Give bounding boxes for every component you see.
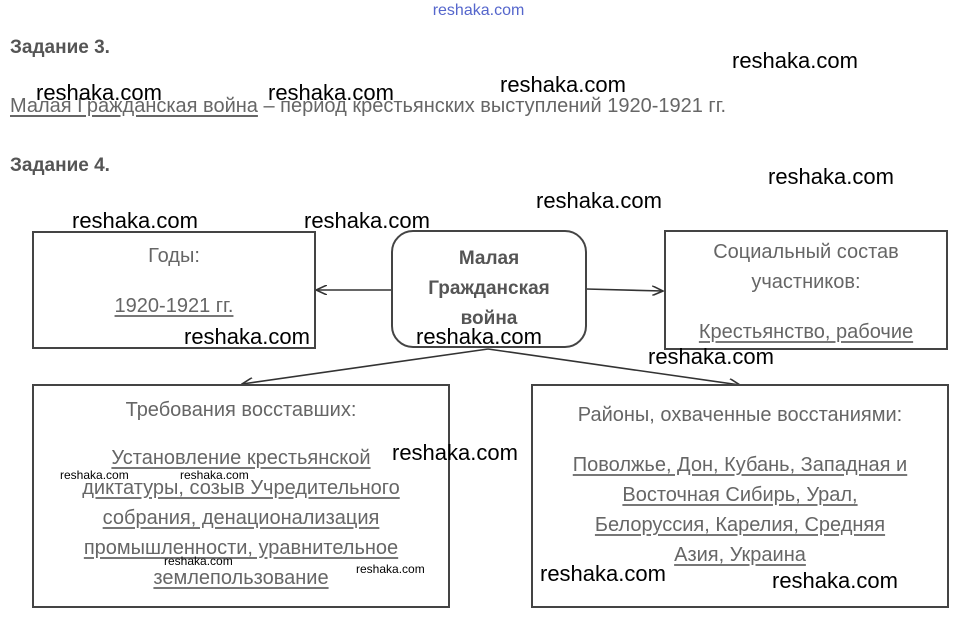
regions-line-4: Азия, Украина	[674, 544, 806, 566]
watermark: reshaka.com	[184, 324, 310, 349]
regions-line-1: Поволжье, Дон, Кубань, Западная и	[572, 454, 908, 476]
demands-title: Требования восставших:	[125, 399, 357, 421]
center-box: Малая Гражданская война	[391, 230, 587, 348]
arrow-to-regions	[487, 348, 740, 385]
task3-definition: Малая Гражданская война – период крестья…	[10, 95, 726, 118]
watermark: reshaka.com	[648, 344, 774, 369]
social-box: Социальный состав участников: Крестьянст…	[664, 230, 948, 350]
social-value: Крестьянство, рабочие	[698, 321, 914, 343]
arrow-to-social	[585, 289, 663, 291]
years-value: 1920-1921 гг.	[114, 295, 234, 317]
watermark-small: reshaka.com	[356, 562, 425, 576]
social-title-1: Социальный состав	[713, 241, 899, 263]
arrow-to-demands	[242, 348, 489, 384]
watermark: reshaka.com	[36, 80, 162, 105]
site-label[interactable]: reshaka.com	[432, 2, 525, 19]
watermark: reshaka.com	[268, 80, 394, 105]
watermark: reshaka.com	[768, 164, 894, 189]
task3-definition-text: – период крестьянских выступлений 1920-1…	[257, 95, 727, 117]
task3-term: Малая Гражданская война	[10, 95, 258, 117]
demands-line-2: диктатуры, созыв Учредительного	[82, 477, 400, 499]
regions-line-2: Восточная Сибирь, Урал,	[622, 484, 858, 506]
task3-heading: Задание 3.	[10, 37, 110, 58]
watermark: reshaka.com	[392, 440, 518, 465]
watermark: reshaka.com	[304, 208, 430, 233]
watermark: reshaka.com	[772, 568, 898, 593]
watermark-small: reshaka.com	[180, 468, 249, 482]
regions-title: Районы, охваченные восстаниями:	[577, 404, 903, 426]
watermark-small: reshaka.com	[164, 554, 233, 568]
demands-line-1: Установление крестьянской	[111, 447, 371, 469]
years-box: Годы: 1920-1921 гг.	[32, 231, 316, 349]
center-line2: Гражданская	[428, 278, 550, 299]
watermark: reshaka.com	[732, 48, 858, 73]
demands-line-3: собрания, денационализация	[102, 507, 380, 529]
center-line1: Малая	[458, 248, 520, 269]
demands-box: Требования восставших: Установление крес…	[32, 384, 450, 608]
center-line3: война	[460, 308, 518, 329]
watermark-small: reshaka.com	[60, 468, 129, 482]
watermark: reshaka.com	[540, 561, 666, 586]
watermark: reshaka.com	[500, 72, 626, 97]
regions-line-3: Белоруссия, Карелия, Средняя	[594, 514, 886, 536]
demands-line-4: промышленности, уравнительное	[83, 537, 399, 559]
watermark: reshaka.com	[416, 324, 542, 349]
watermark: reshaka.com	[72, 208, 198, 233]
demands-line-5: землепользование	[153, 567, 329, 589]
task4-heading: Задание 4.	[10, 155, 110, 176]
years-title: Годы:	[148, 245, 200, 267]
watermark: reshaka.com	[536, 188, 662, 213]
social-title-2: участников:	[751, 271, 861, 293]
regions-box: Районы, охваченные восстаниями: Поволжье…	[531, 384, 949, 608]
